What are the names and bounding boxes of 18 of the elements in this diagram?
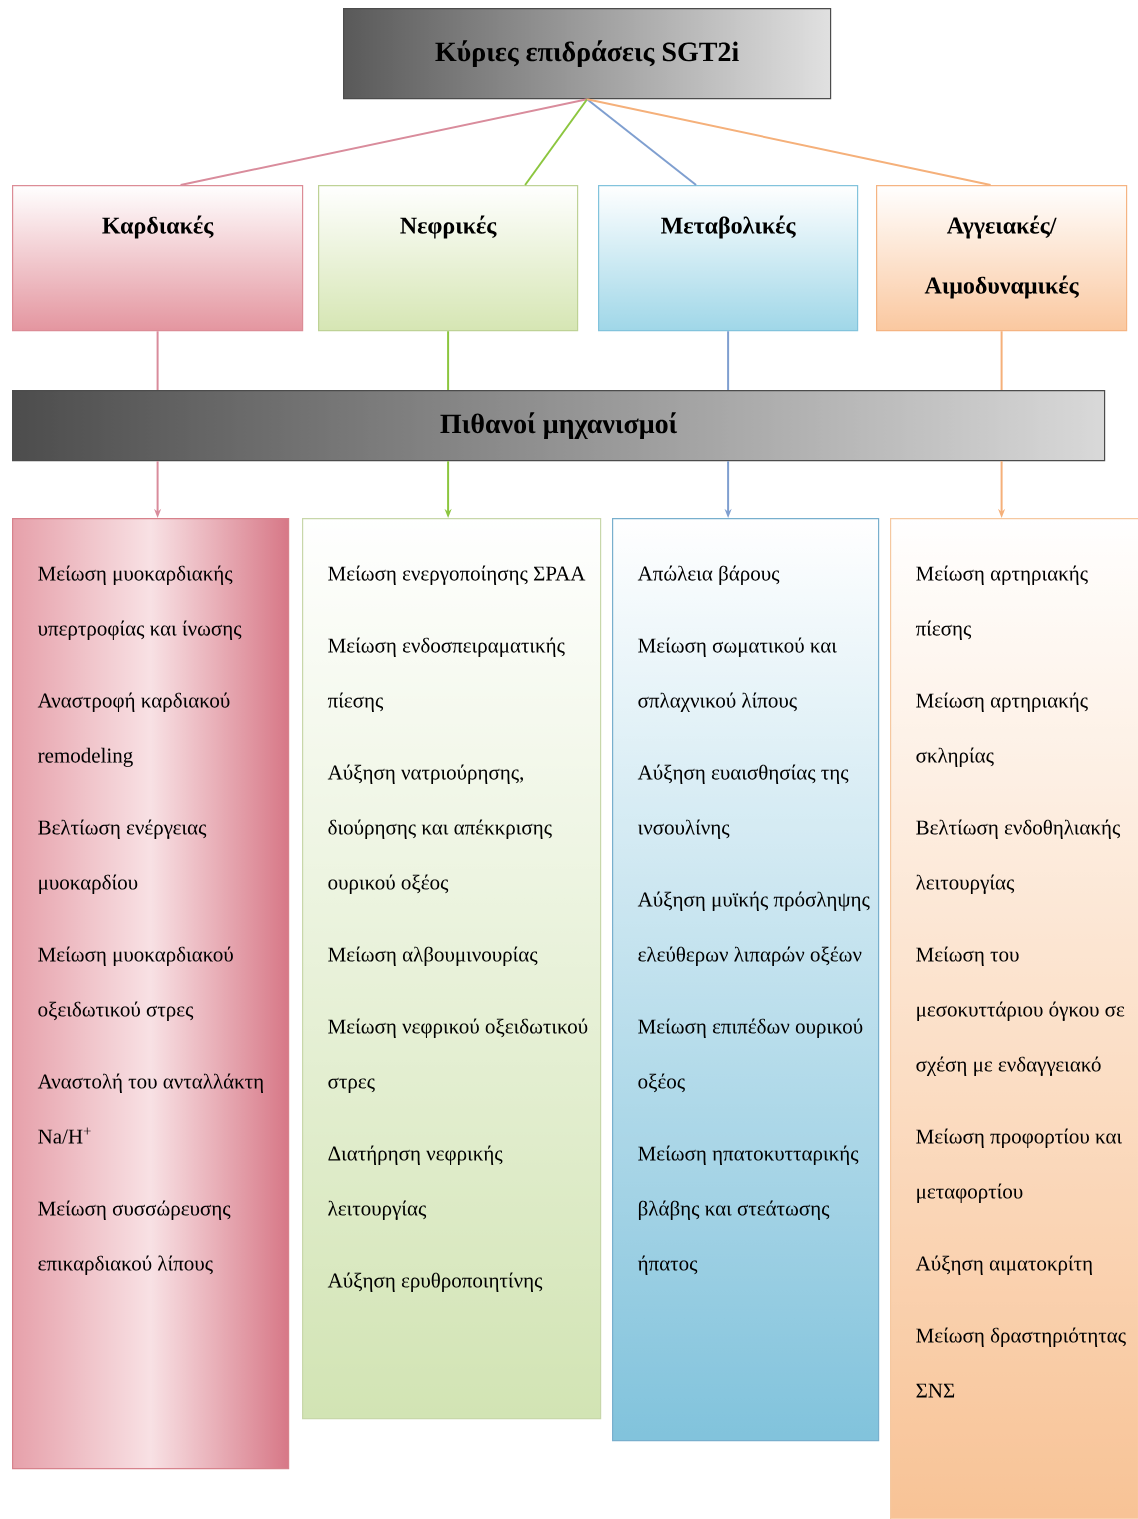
category-box: Μεταβολικές [598, 185, 859, 332]
connector [586, 98, 992, 186]
connector [586, 98, 698, 186]
connector [524, 98, 589, 186]
connector [179, 98, 589, 186]
mechanism-list-box: Μείωση αρτηριακής πίεσης Μείωση αρτηριακής σκληρίας Βελτίωση ενδοθηλιακής λειτουργίας Μείωση του μεσοκυττάριου όγκου σε σχέση με ενδαγγειακό Μείωση προφορτίου και μεταφορτίου Αύξηση αιματοκρίτη Μείωση δραστηριότητας ΣΝΣ [890, 518, 1138, 1519]
category-box: Αγγειακές/ Αιμοδυναμικές [876, 185, 1128, 332]
category-box: Νεφρικές [318, 185, 579, 332]
category-box: Καρδιακές [12, 185, 304, 332]
mechanism-list-box: Μείωση ενεργοποίησης ΣΡΑΑ Μείωση ενδοσπειραματικής πίεσης Αύξηση νατριούρησης, διούρησης και απέκκρισης ουρικού οξέος Μείωση αλβουμινουρίας Μείωση νεφρικού οξειδωτικού στρες Διατήρηση νεφρικής λειτουργίας Αύξηση ερυθροποιητίνης [302, 518, 602, 1420]
title-box: Κύριες επιδράσεις SGT2i [343, 8, 832, 100]
connector [727, 330, 730, 391]
connector [447, 330, 450, 391]
title-box: Πιθανοί μηχανισμοί [12, 390, 1106, 462]
connector [1000, 330, 1003, 391]
mechanism-list-box: Μείωση μυοκαρδιακής υπερτροφίας και ίνωσης Αναστροφή καρδιακού remodeling Βελτίωση ενέργειας μυοκαρδίου Μείωση μυοκαρδιακού οξειδωτικού στρες Αναστολή του ανταλλάκτη Na/H$^{+}$ Μείωση συσσώρευσης επικαρδιακού λίπους [12, 518, 290, 1470]
connector [156, 330, 159, 391]
mechanism-list-box: Απώλεια βάρους Μείωση σωματικού και σπλαχνικού λίπους Αύξηση ευαισθησίας της ινσουλίνης Αύξηση μυϊκής πρόσληψης ελεύθερων λιπαρών οξέων Μείωση επιπέδων ουρικού οξέος Μείωση ηπατοκυτταρικής βλάβης και στεάτωσης ήπατος [612, 518, 880, 1442]
